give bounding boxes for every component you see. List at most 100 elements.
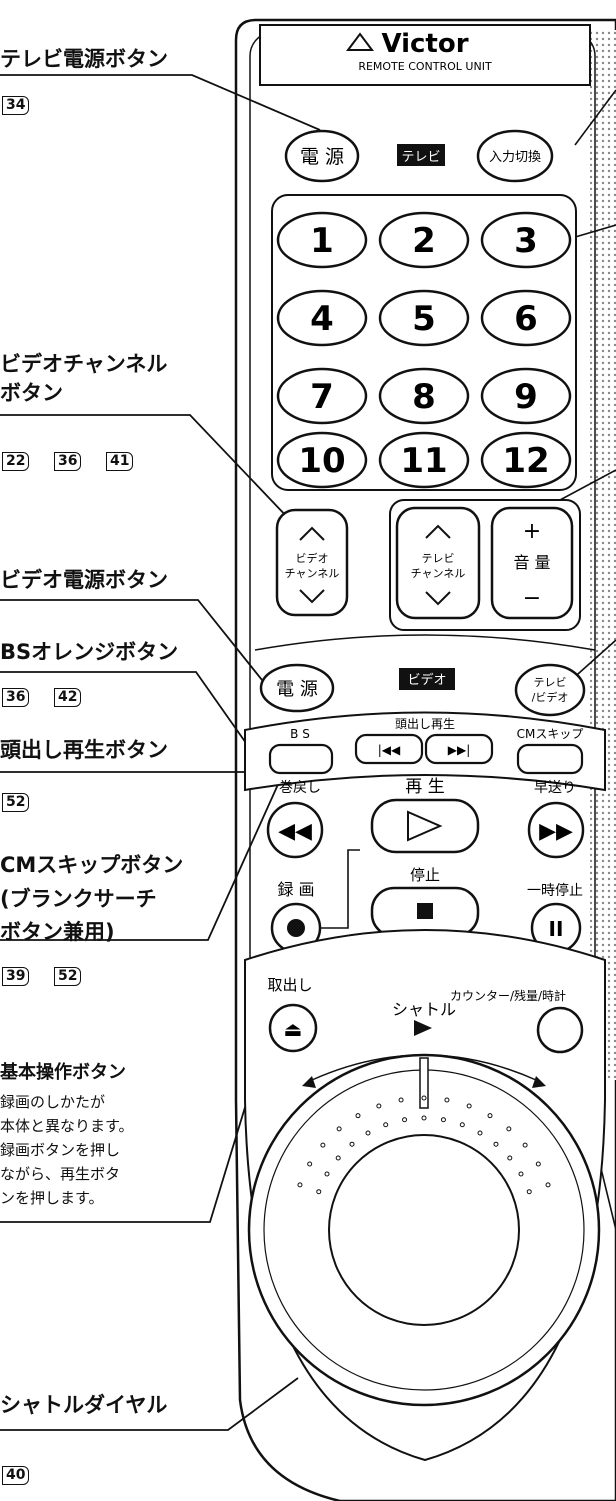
counter-remain-clock-button[interactable] — [536, 1006, 584, 1054]
dial-dot — [487, 1113, 493, 1119]
label-video-channel-2: ボタン — [0, 381, 63, 405]
page-ref: 41 — [106, 452, 134, 471]
number-label: 12 — [502, 441, 549, 481]
basic-ops-desc-2: 本体と異なります。 — [0, 1117, 134, 1135]
svg-text:一時停止: 一時停止 — [527, 882, 583, 899]
dial-dot — [466, 1103, 472, 1109]
number-button-10[interactable]: 10 — [276, 431, 368, 489]
tv-power-button[interactable]: 電 源 — [284, 129, 360, 183]
video-power-button[interactable]: 電 源 — [259, 663, 335, 713]
dial-dot — [421, 1115, 427, 1121]
dial-dot — [320, 1142, 326, 1148]
dial-dot — [493, 1141, 499, 1147]
number-button-11[interactable]: 11 — [378, 431, 470, 489]
svg-text:音 量: 音 量 — [513, 553, 550, 572]
dial-dot — [545, 1182, 551, 1188]
label-cue-play: 頭出し再生ボタン — [0, 738, 168, 762]
stop-icon — [417, 903, 433, 919]
svg-text:+: + — [523, 519, 541, 544]
dial-dot — [507, 1155, 513, 1161]
tv-channel-button[interactable]: テレビ チャンネル — [395, 506, 481, 620]
rewind-button[interactable]: ◀◀ — [266, 801, 324, 859]
number-button-12[interactable]: 12 — [480, 431, 572, 489]
number-label: 1 — [310, 221, 334, 261]
fast-forward-button[interactable]: ▶▶ — [527, 801, 585, 859]
number-button-5[interactable]: 5 — [378, 289, 470, 347]
page-ref: 22 — [2, 452, 30, 471]
shuttle-dial[interactable] — [247, 1053, 601, 1407]
dial-dot — [349, 1141, 355, 1147]
dial-dot — [324, 1171, 330, 1177]
number-button-2[interactable]: 2 — [378, 211, 470, 269]
video-channel-button[interactable]: ビデオ チャンネル — [275, 508, 349, 617]
svg-text:巻戻し: 巻戻し — [279, 780, 321, 796]
play-button[interactable] — [370, 798, 480, 854]
label-cm-skip-1: CMスキップボタン — [0, 853, 184, 877]
page-ref: 40 — [2, 1466, 30, 1485]
volume-button[interactable]: + 音 量 − — [490, 506, 574, 620]
number-button-6[interactable]: 6 — [480, 289, 572, 347]
svg-text:|◀◀: |◀◀ — [378, 743, 401, 757]
dial-dot — [522, 1142, 528, 1148]
svg-text:テレビ: テレビ — [401, 150, 440, 165]
svg-text:ビデオ: ビデオ — [407, 672, 446, 688]
dial-dots — [297, 1095, 551, 1195]
cue-prev-button[interactable]: |◀◀ — [354, 733, 424, 765]
dial-dot — [421, 1095, 427, 1101]
number-button-7[interactable]: 7 — [276, 367, 368, 425]
svg-text:ビデオ: ビデオ — [296, 551, 329, 565]
rewind-icon: ◀◀ — [278, 819, 312, 844]
number-label: 4 — [310, 299, 334, 339]
svg-text:早送り: 早送り — [534, 780, 576, 796]
svg-text:/ビデオ: /ビデオ — [532, 690, 569, 704]
svg-text:テレビ: テレビ — [534, 676, 567, 689]
tv-video-switch-button[interactable]: テレビ /ビデオ — [514, 663, 586, 717]
cm-skip-button[interactable] — [516, 743, 584, 775]
dial-dot — [444, 1097, 450, 1103]
dial-dot — [335, 1155, 341, 1161]
dial-dot — [440, 1117, 446, 1123]
pause-button[interactable]: II — [530, 902, 582, 954]
svg-text:取出し: 取出し — [267, 976, 312, 994]
input-switch-button[interactable]: 入力切換 — [476, 129, 554, 183]
number-label: 7 — [310, 377, 334, 417]
page-ref: 39 — [2, 967, 30, 986]
svg-text:▶▶|: ▶▶| — [448, 743, 471, 757]
bs-button[interactable] — [268, 743, 334, 775]
svg-text:停止: 停止 — [410, 866, 440, 884]
number-button-4[interactable]: 4 — [276, 289, 368, 347]
side-texture — [590, 30, 616, 1080]
eject-button[interactable]: ⏏ — [268, 1003, 318, 1053]
dial-dot — [336, 1126, 342, 1132]
svg-text:テレビ: テレビ — [422, 552, 455, 565]
dial-dot — [307, 1161, 313, 1167]
dial-dot — [365, 1130, 371, 1136]
chevron-down-icon — [425, 591, 451, 606]
dial-dot — [402, 1117, 408, 1123]
cue-next-button[interactable]: ▶▶| — [424, 733, 494, 765]
dial-dot — [383, 1122, 389, 1128]
svg-text:シャトル: シャトル — [392, 1000, 456, 1019]
label-bs-orange: BSオレンジボタン — [0, 640, 179, 664]
label-video-power: ビデオ電源ボタン — [0, 568, 168, 592]
number-button-3[interactable]: 3 — [480, 211, 572, 269]
number-button-8[interactable]: 8 — [378, 367, 470, 425]
dial-dot — [506, 1126, 512, 1132]
stop-button[interactable] — [370, 886, 480, 938]
basic-ops-desc-3: 録画ボタンを押し — [0, 1141, 121, 1159]
chevron-up-icon — [299, 526, 325, 541]
number-button-9[interactable]: 9 — [480, 367, 572, 425]
record-button[interactable] — [270, 902, 322, 954]
number-button-1[interactable]: 1 — [276, 211, 368, 269]
basic-ops-desc-1: 録画のしかたが — [0, 1093, 106, 1111]
dial-dot — [477, 1130, 483, 1136]
dial-dot — [355, 1113, 361, 1119]
svg-text:チャンネル: チャンネル — [411, 567, 466, 580]
svg-text:電 源: 電 源 — [276, 679, 318, 700]
brand-text: Victor — [381, 29, 468, 59]
page-ref: 36 — [2, 688, 30, 707]
number-label: 9 — [514, 377, 538, 417]
svg-text:カウンター/残量/時計: カウンター/残量/時計 — [450, 988, 566, 1003]
